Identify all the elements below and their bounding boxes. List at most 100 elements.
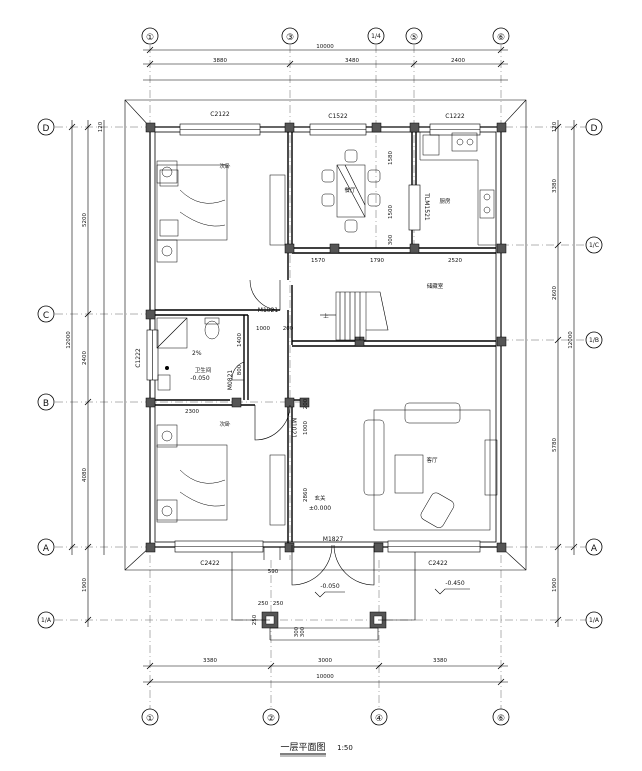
axis-right-5: 1/A	[589, 617, 600, 624]
idim-1500: 1500	[388, 205, 394, 219]
idim-200: 200	[283, 326, 294, 332]
dim-left-tick: 120	[98, 121, 104, 132]
axis-top-3: 1/4	[371, 33, 381, 40]
dim-top-seg-3: 2400	[451, 58, 465, 64]
level-entry: ±0.000	[309, 505, 331, 512]
dining-set	[321, 149, 381, 233]
axis-bubbles-bottom: ① ② ④ ⑥	[141, 708, 510, 726]
idim-2860: 2860	[303, 488, 309, 502]
bathroom-fixtures	[156, 317, 220, 391]
windows	[146, 123, 481, 553]
axis-left-1: D	[43, 124, 50, 134]
code-c2422-right: C2422	[428, 560, 448, 567]
room-kitchen: 厨房	[439, 197, 451, 205]
dim-bottom-seg-3: 3380	[433, 658, 447, 664]
axis-left-2: C	[43, 311, 49, 321]
idim-250-b: 250	[273, 601, 284, 607]
axis-bottom-4: ⑥	[497, 714, 505, 724]
code-m1827: M1827	[323, 536, 344, 543]
dim-top-seg-1: 3880	[213, 58, 227, 64]
drawing-title-text: 一层平面图	[280, 742, 325, 753]
dimension-text: 10000 3880 3480 2400 3380 3000 3380 1000…	[66, 44, 574, 680]
dim-left-total: 12000	[66, 331, 72, 349]
idim-250-c: 250	[252, 614, 258, 625]
dim-left-bottom: 1900	[82, 578, 88, 592]
idim-300: 300	[388, 234, 394, 245]
idim-1000-v: 1000	[303, 421, 309, 435]
idim-1580: 1580	[388, 151, 394, 165]
dim-right-seg-1: 3380	[552, 179, 558, 193]
dim-right-total: 12000	[568, 331, 574, 349]
idim-800: 800	[237, 364, 243, 375]
level-porch: -0.050	[320, 583, 340, 590]
idim-1790: 1790	[370, 258, 384, 264]
code-tlm1521: TLM1521	[423, 192, 430, 221]
room-dining: 餐厅	[344, 186, 356, 194]
dim-left-seg-3: 4080	[82, 468, 88, 482]
axis-bubbles-top: ① ③ 1/4 ⑤ ⑥	[141, 27, 510, 45]
level-marks: 2% -0.050 ±0.000 -0.050 -0.450	[190, 350, 470, 598]
axis-right-3: 1/B	[589, 337, 599, 344]
room-bathroom: 卫生间	[195, 366, 212, 374]
code-m1021-b: M1021	[290, 418, 297, 439]
dim-right-tick: 120	[552, 121, 558, 132]
code-c1222-top: C1222	[445, 113, 465, 120]
axis-right-1: D	[591, 124, 598, 134]
axis-bubbles-right: D 1/C 1/B A 1/A	[585, 118, 603, 629]
axis-left-5: 1/A	[41, 617, 52, 624]
doors	[231, 279, 375, 586]
axis-top-4: ⑤	[410, 33, 418, 43]
idim-590: 590	[268, 569, 279, 575]
idim-1400: 1400	[237, 333, 243, 347]
dim-bottom-total: 10000	[316, 674, 334, 680]
dim-right-seg-2: 2600	[552, 286, 558, 300]
dim-top-total: 10000	[316, 44, 334, 50]
axis-top-1: ①	[146, 33, 154, 43]
room-bedroom-bottom: 次卧	[219, 420, 231, 428]
axis-top-5: ⑥	[497, 33, 505, 43]
axis-top-2: ③	[286, 33, 294, 43]
living-room-furniture	[363, 402, 498, 531]
idim-300-a: 300	[294, 626, 300, 637]
room-bedroom-top: 次卧	[219, 162, 231, 170]
axis-left-4: A	[43, 544, 50, 554]
idim-300-b: 300	[300, 626, 306, 637]
axis-bubbles-left: D C B A 1/A	[37, 118, 55, 629]
room-entry: 玄关	[314, 494, 326, 502]
dim-top-seg-2: 3480	[345, 58, 359, 64]
room-living: 客厅	[426, 456, 438, 464]
code-c1222-left: C1222	[135, 348, 142, 368]
dim-bottom-seg-1: 3380	[203, 658, 217, 664]
idim-200-v: 200	[303, 398, 309, 409]
code-c2122: C2122	[210, 111, 230, 118]
dim-right-bottom: 1900	[552, 578, 558, 592]
axis-bottom-1: ①	[146, 714, 154, 724]
idim-2300: 2300	[185, 409, 199, 415]
drawing-title: 一层平面图 1:50	[280, 742, 353, 757]
dim-bottom-seg-2: 3000	[318, 658, 332, 664]
room-labels: 次卧 餐厅 厨房 储藏室 卫生间 次卧 客厅 玄关 上	[195, 162, 451, 502]
level-bath: -0.050	[190, 375, 210, 382]
bed-top	[156, 160, 286, 263]
idim-1570: 1570	[311, 258, 325, 264]
level-outside: -0.450	[445, 580, 465, 587]
code-c2422-left: C2422	[200, 560, 220, 567]
idim-1000: 1000	[256, 326, 270, 332]
axis-lines	[55, 45, 595, 710]
axis-right-2: 1/C	[589, 242, 599, 249]
axis-bottom-3: ④	[375, 714, 383, 724]
room-storage: 储藏室	[427, 282, 444, 290]
drawing-scale: 1:50	[337, 744, 353, 752]
bed-bottom	[156, 424, 286, 526]
code-m0821: M0821	[227, 370, 234, 391]
level-bath-slope: 2%	[192, 350, 202, 357]
dimension-lines	[68, 46, 578, 686]
axis-left-3: B	[43, 399, 49, 409]
code-m1021-a: M1021	[258, 307, 279, 314]
axis-right-4: A	[591, 544, 598, 554]
interior-dimensions: 1570 1790 2520 1000 200 2300 1400 800 15…	[185, 151, 462, 638]
opening-codes: C2122 C1522 C1222 C1222 C2422 C2422 M102…	[135, 111, 465, 567]
porch	[231, 547, 416, 641]
kitchen-counters	[419, 132, 496, 246]
